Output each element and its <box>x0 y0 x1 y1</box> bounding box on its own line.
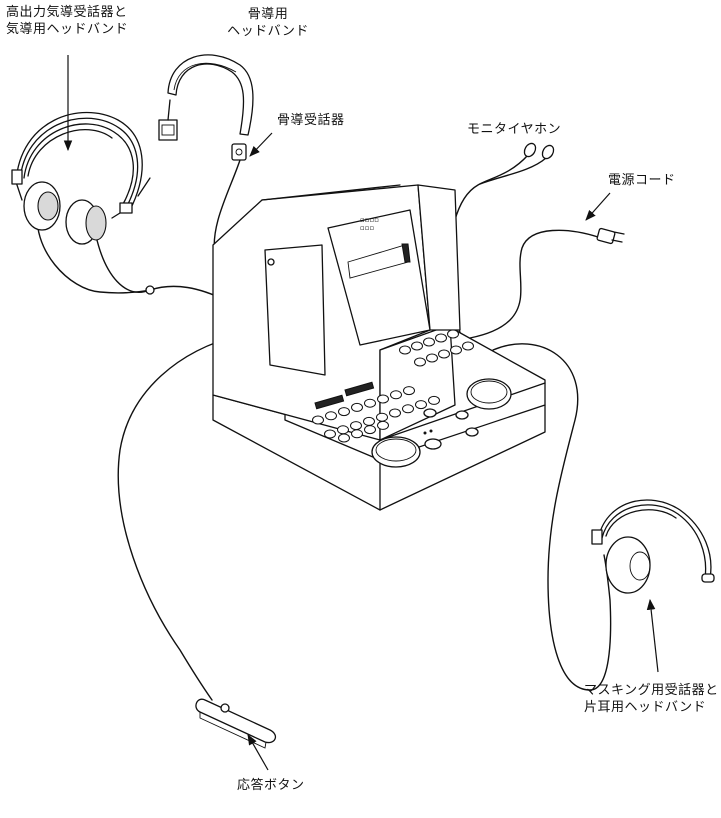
label-bone-headband-line2: ヘッドバンド <box>227 24 309 39</box>
panel-button-4-4 <box>462 341 474 351</box>
panel-button-1-7 <box>415 400 427 410</box>
svg-text:▫▫▫: ▫▫▫ <box>360 224 374 232</box>
panel-button-0-1 <box>325 411 337 421</box>
label-monitor-earphone: モニタイヤホン <box>467 122 562 137</box>
panel-button-0-2 <box>338 407 350 417</box>
panel-button-1-4 <box>376 412 388 422</box>
panel-button-4-2 <box>438 349 450 359</box>
panel-button-0-6 <box>390 390 402 400</box>
svg-text:▫▫▫▫: ▫▫▫▫ <box>360 216 379 224</box>
panel-button-3-1 <box>411 341 423 351</box>
panel-button-1-1 <box>337 425 349 435</box>
cables <box>36 154 612 701</box>
panel-button-3-0 <box>399 345 411 355</box>
label-masking-line1: マスキング用受話器と <box>584 683 719 698</box>
single-ear-headphone-icon <box>591 499 715 594</box>
label-response-button: 応答ボタン <box>237 778 305 793</box>
panel-button-1-5 <box>389 408 401 418</box>
panel-button-4-0 <box>414 357 426 367</box>
label-masking: マスキング用受話器と 片耳用ヘッドバンド <box>584 682 719 716</box>
panel-button-0-4 <box>364 398 376 408</box>
label-bone-receiver: 骨導受話器 <box>277 113 345 128</box>
response-button-icon <box>195 698 277 749</box>
panel-button-1-2 <box>350 421 362 431</box>
panel-button-1-3 <box>363 416 375 426</box>
stereo-headphones-icon <box>11 111 155 295</box>
label-masking-line2: 片耳用ヘッドバンド <box>584 700 707 715</box>
panel-button-2-3 <box>377 420 389 430</box>
label-power-cord: 電源コード <box>608 173 676 188</box>
panel-button-3-4 <box>447 329 459 339</box>
earphones-icon <box>523 142 555 160</box>
panel-button-2-2 <box>364 425 376 435</box>
bone-conduction-headband-icon <box>158 54 254 161</box>
panel-button-1-6 <box>402 404 414 414</box>
panel-button-3-3 <box>435 333 447 343</box>
audiometer-unit-icon: ▫▫▫▫ ▫▫▫ <box>212 184 546 511</box>
label-bone-headband: 骨導用 ヘッドバンド <box>218 6 318 40</box>
label-air-conduction: 高出力気導受話器と 気導用ヘッドバンド <box>6 4 128 38</box>
panel-button-0-7 <box>403 386 415 396</box>
panel-button-2-0 <box>338 433 350 443</box>
panel-button-3-2 <box>423 337 435 347</box>
power-plug-icon <box>596 227 625 245</box>
control-buttons <box>312 329 474 443</box>
label-bone-headband-line1: 骨導用 <box>247 7 289 22</box>
panel-button-0-5 <box>377 394 389 404</box>
panel-button-0-3 <box>351 402 363 412</box>
panel-button-0-0 <box>312 415 324 425</box>
label-air-conduction-line2: 気導用ヘッドバンド <box>6 22 129 37</box>
label-arrows <box>63 55 659 771</box>
panel-button-1-8 <box>428 395 440 405</box>
panel-button-2-1 <box>351 429 363 439</box>
panel-button-4-1 <box>426 353 438 363</box>
label-air-conduction-line1: 高出力気導受話器と <box>6 5 128 20</box>
panel-button-4-3 <box>450 345 462 355</box>
panel-button-1-0 <box>324 429 336 439</box>
